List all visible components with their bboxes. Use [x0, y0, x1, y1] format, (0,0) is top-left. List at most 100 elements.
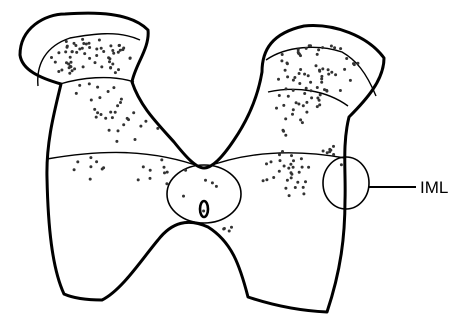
neuron-dot: [142, 165, 145, 168]
neuron-dot: [302, 104, 305, 107]
neuron-dot: [90, 99, 93, 102]
neuron-dot: [73, 67, 76, 70]
neuron-dot: [293, 76, 296, 79]
neuron-dot: [163, 171, 166, 174]
neuron-dot: [96, 111, 99, 114]
neuron-dot: [330, 45, 333, 48]
neuron-dot: [287, 95, 290, 98]
neuron-dot: [95, 54, 98, 57]
neuron-dot: [277, 78, 280, 81]
neuron-dot: [292, 79, 295, 82]
neuron-dot: [69, 56, 72, 59]
neuron-dot: [71, 69, 74, 72]
neuron-dot: [74, 44, 77, 47]
iml-label: IML: [420, 178, 448, 197]
neuron-dot: [117, 129, 120, 132]
neuron-dot: [290, 173, 293, 176]
neuron-dot: [295, 101, 298, 104]
neuron-dot: [316, 86, 319, 89]
neuron-dot: [345, 57, 348, 60]
neuron-dot: [115, 140, 118, 143]
neuron-dot: [283, 165, 286, 168]
neuron-dot: [88, 57, 91, 60]
neuron-dot: [305, 111, 308, 114]
neuron-dot: [111, 63, 114, 66]
neuron-dot: [149, 169, 152, 172]
neuron-dot: [320, 81, 323, 84]
neuron-dot: [144, 120, 147, 123]
neuron-dot: [118, 44, 121, 47]
neuron-dot: [305, 47, 308, 50]
neuron-dot: [323, 88, 326, 91]
neuron-dot: [71, 50, 74, 53]
neuron-dot: [85, 43, 88, 46]
neuron-dot: [319, 93, 322, 96]
neuron-dot: [326, 151, 329, 154]
neuron-dot: [279, 159, 282, 162]
neuron-dot: [292, 166, 295, 169]
neuron-dot: [76, 160, 79, 163]
neuron-dot: [281, 150, 284, 153]
neuron-dot: [339, 89, 342, 92]
neuron-dot: [109, 44, 112, 47]
neuron-dot: [301, 121, 304, 124]
neuron-dot: [298, 82, 301, 85]
neuron-dot: [316, 53, 319, 56]
neuron-dot: [327, 68, 330, 71]
neuron-dot: [286, 179, 289, 182]
neuron-dot: [65, 40, 68, 43]
neuron-dot: [184, 169, 187, 172]
central-gray-region: [167, 165, 241, 223]
neuron-dot: [88, 42, 91, 45]
central-canal: [200, 201, 208, 217]
neuron-dot: [68, 66, 71, 69]
neuron-dot: [120, 98, 123, 101]
neuron-dot: [116, 104, 119, 107]
neuron-dot: [305, 101, 308, 104]
neuron-dot: [321, 46, 324, 49]
neuron-dot: [73, 168, 76, 171]
neuron-dot: [332, 145, 335, 148]
neuron-dot: [305, 87, 308, 90]
neuron-dot: [204, 179, 207, 182]
neuron-dot: [89, 178, 92, 181]
neuron-dot: [286, 62, 289, 65]
neuron-dot: [297, 51, 300, 54]
neuron-dot: [230, 226, 233, 229]
neuron-dot: [333, 46, 336, 49]
neuron-dot: [307, 74, 310, 77]
neuron-dot: [343, 68, 346, 71]
neuron-dot: [223, 227, 226, 230]
neuron-dot: [327, 73, 330, 76]
neuron-dot: [284, 187, 287, 190]
neuron-dot: [95, 116, 98, 119]
neuron-dot: [328, 148, 331, 151]
neuron-dot: [292, 108, 295, 111]
neuron-dot: [160, 158, 163, 161]
neuron-dot: [300, 157, 303, 160]
neuron-dot: [304, 180, 307, 183]
neuron-dot: [82, 65, 85, 68]
neuron-dot: [122, 123, 125, 126]
neuron-dot: [278, 153, 281, 156]
neuron-dot: [303, 92, 306, 95]
neuron-dot: [284, 117, 287, 120]
neuron-dot: [112, 86, 115, 89]
neuron-dot: [54, 61, 57, 64]
neuron-dot: [297, 103, 300, 106]
neuron-dot: [299, 118, 302, 121]
neuron-dot: [64, 50, 67, 53]
neuron-dot: [108, 129, 111, 132]
neuron-dot: [302, 192, 305, 195]
neuron-dot: [286, 75, 289, 78]
neuron-dot: [100, 65, 103, 68]
neuron-dot: [316, 97, 319, 100]
neuron-dot: [104, 117, 107, 120]
neuron-dot: [132, 111, 135, 114]
neuron-dot: [126, 117, 129, 120]
neuron-dot: [166, 171, 169, 174]
neuron-dot: [98, 96, 101, 99]
neuron-dot: [356, 62, 359, 65]
neuron-dot: [322, 150, 325, 153]
neuron-dot: [114, 71, 117, 74]
